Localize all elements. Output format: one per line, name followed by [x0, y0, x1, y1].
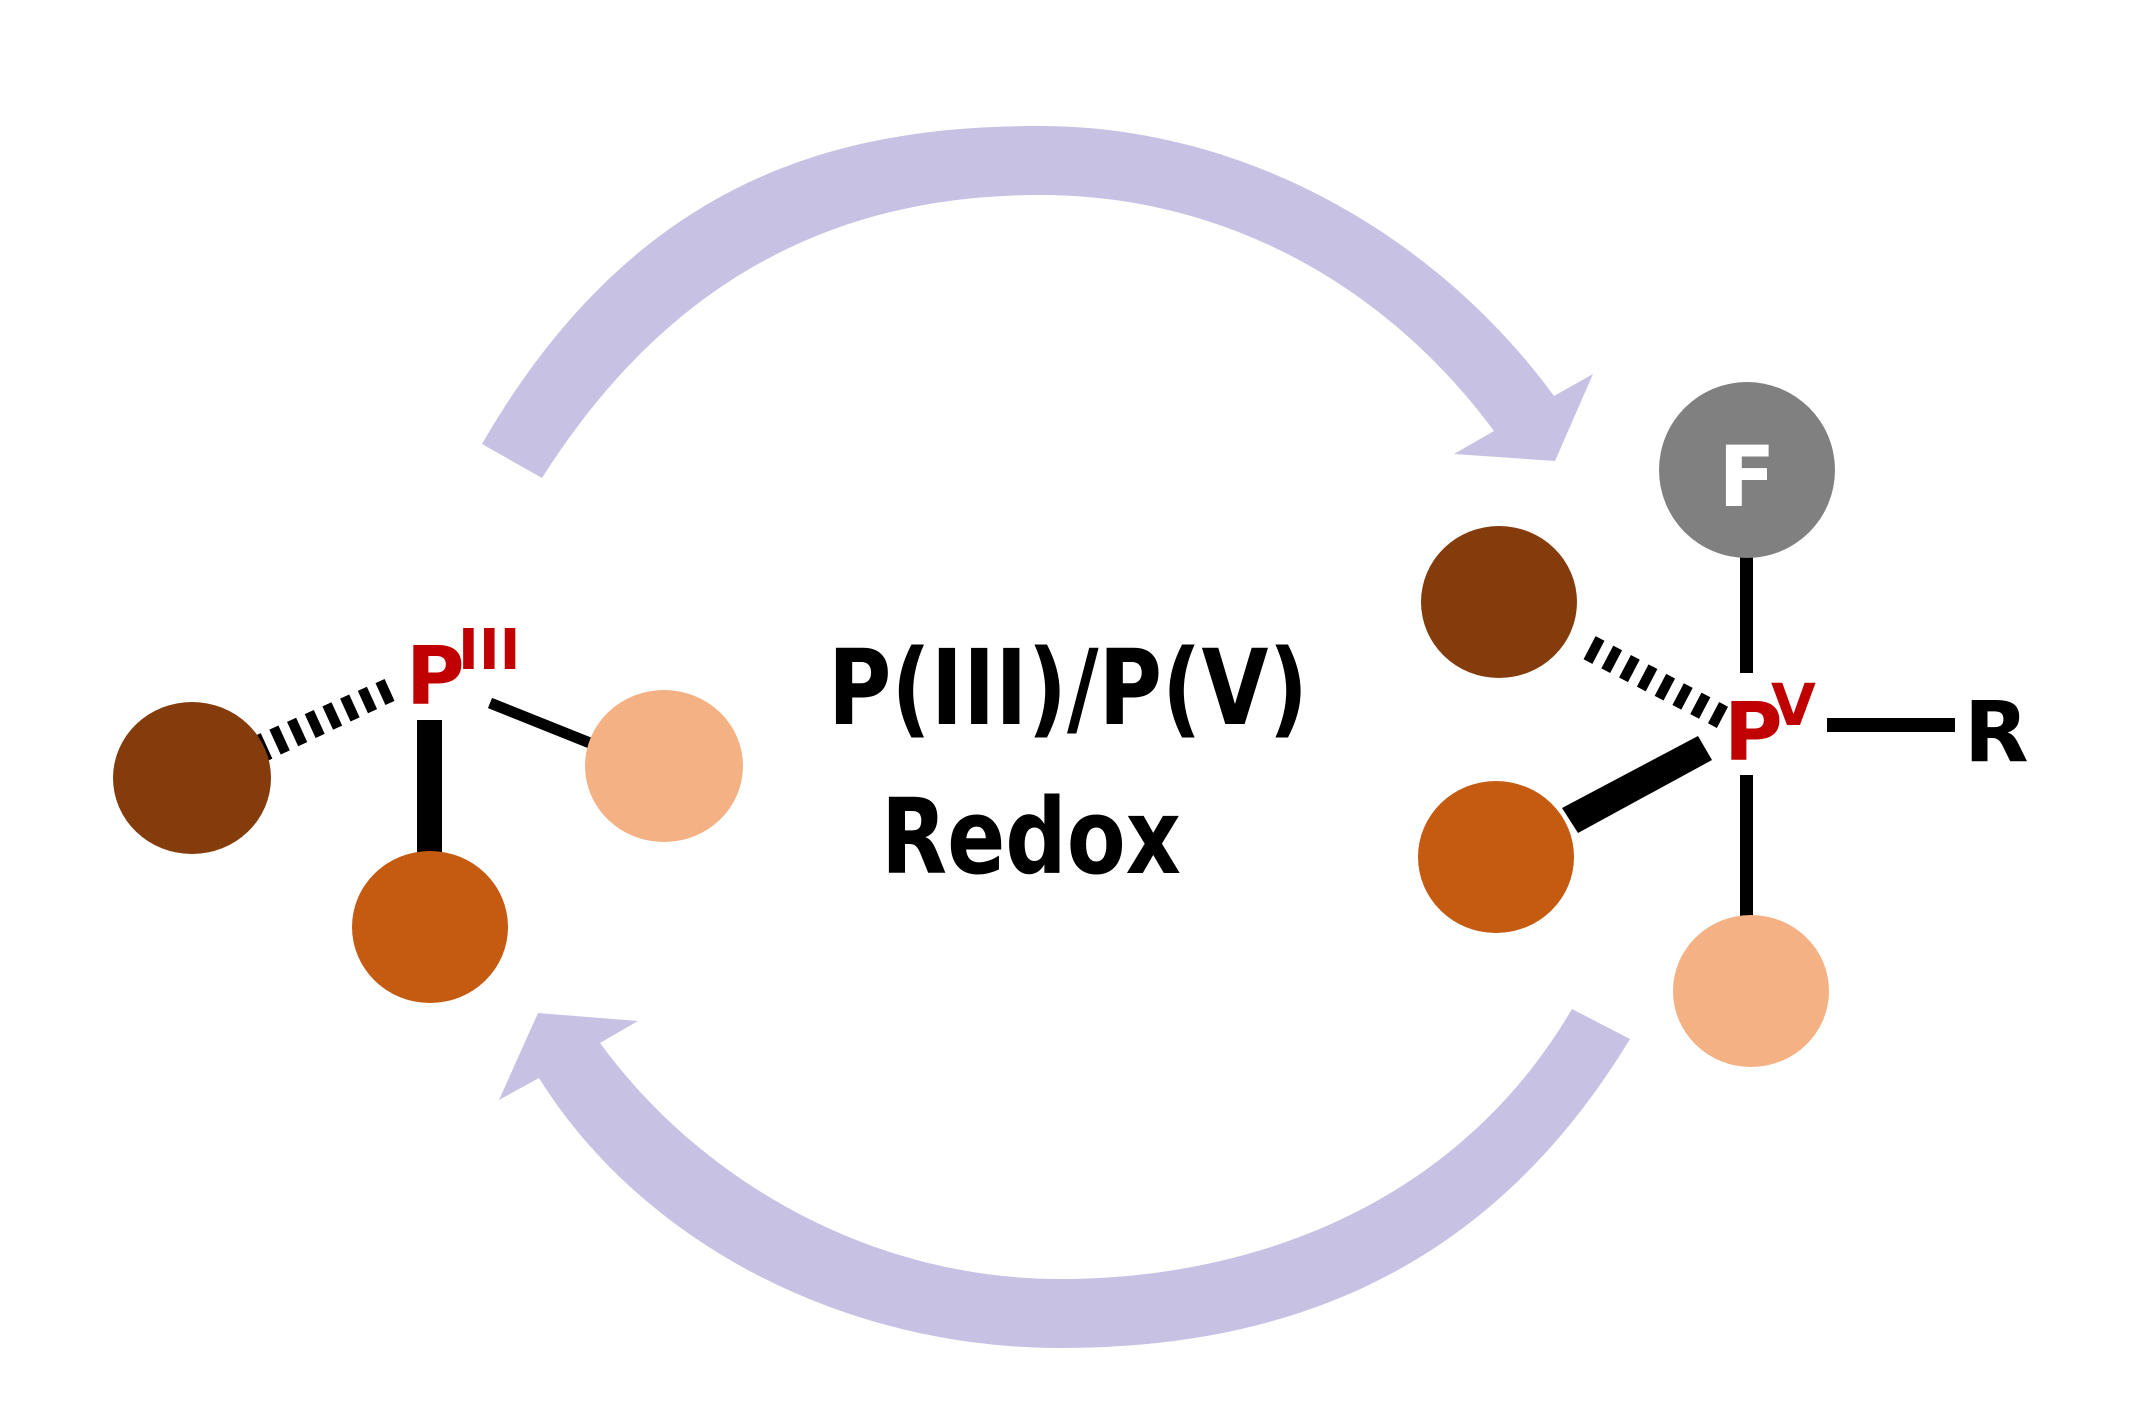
solid-wedge-bond-right — [1562, 736, 1712, 833]
substituent-orange-left — [352, 851, 508, 1003]
hash-mark — [1654, 673, 1676, 701]
oxidation-state-iii: III — [458, 618, 521, 683]
substituent-orange-right — [1418, 781, 1574, 933]
hash-mark — [375, 679, 395, 705]
hash-mark — [340, 694, 360, 722]
hashed-wedge-bond-left — [251, 679, 395, 763]
hash-mark — [1708, 702, 1728, 728]
bond-p5-peach — [1740, 775, 1753, 920]
title-line-1: P(III)/P(V) — [828, 627, 1308, 749]
title-line-2: Redox — [881, 776, 1181, 898]
phosphorus-label-left: P — [406, 630, 465, 723]
substituent-peach-left — [585, 690, 743, 842]
phosphorus-label-right: P — [1724, 686, 1783, 779]
phosphorus-iii-molecule: P III — [113, 618, 743, 1003]
phosphorus-v-molecule: F P V R — [1418, 382, 2029, 1067]
substituent-dark-brown-left — [113, 702, 271, 854]
bond-p5-fluorine — [1740, 555, 1753, 673]
fluorine-label: F — [1718, 428, 1775, 526]
reduction-arrow — [499, 1009, 1630, 1348]
substituent-dark-brown-right — [1421, 526, 1577, 678]
bond-p3-orange — [417, 720, 442, 860]
fluorine-atom — [1659, 382, 1835, 558]
oxidation-state-v: V — [1771, 671, 1816, 739]
hash-mark — [269, 725, 290, 755]
hash-mark — [322, 702, 343, 730]
hash-mark — [287, 717, 308, 747]
r-group-label: R — [1964, 683, 2029, 781]
hash-mark — [1690, 692, 1711, 719]
hash-mark — [1672, 683, 1693, 710]
hash-mark — [304, 709, 325, 739]
bond-p3-peach — [487, 697, 603, 753]
hashed-wedge-bond-right — [1583, 636, 1728, 728]
hash-mark — [1636, 664, 1658, 692]
hash-mark — [1619, 654, 1640, 683]
substituent-peach-right — [1673, 915, 1829, 1067]
oxidation-arrow — [482, 126, 1593, 478]
hash-mark — [1601, 645, 1623, 673]
hash-mark — [357, 686, 378, 714]
bond-p5-r — [1827, 718, 1955, 732]
hash-mark — [1583, 636, 1605, 664]
